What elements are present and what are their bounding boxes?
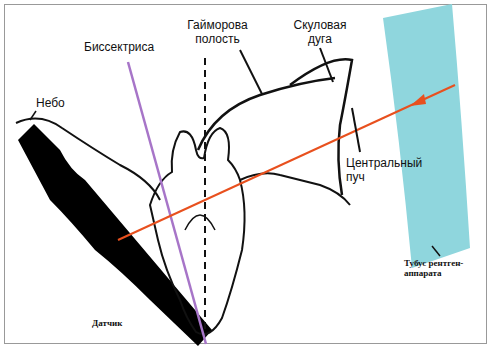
zygomatic-label: Скуловая дуга <box>284 18 356 46</box>
palate-label: Небо <box>36 96 86 110</box>
leader-line <box>432 246 440 256</box>
leader-line <box>320 48 333 82</box>
xray-tube <box>383 4 470 268</box>
bisector-line <box>128 62 206 344</box>
alveolar-contour <box>240 173 350 205</box>
tooth-axis <box>204 58 206 336</box>
maxillary-sinus <box>198 78 335 150</box>
zygomatic-arch <box>290 59 352 195</box>
tooth-root-split <box>185 215 215 230</box>
sensor-label: Датчик <box>92 318 152 328</box>
beam-label: Центральный пуч <box>346 156 426 184</box>
central-beam <box>118 85 455 240</box>
tube-label: Тубус рентген-аппарата <box>404 258 470 278</box>
leader-line <box>240 50 262 94</box>
sinus-label: Гайморова полость <box>180 18 255 46</box>
bisector-label: Биссектриса <box>84 40 174 54</box>
tooth <box>150 128 245 334</box>
leader-line <box>30 111 36 120</box>
sensor <box>18 124 212 346</box>
beam-arrowhead <box>410 94 426 106</box>
leader-line <box>352 108 360 152</box>
